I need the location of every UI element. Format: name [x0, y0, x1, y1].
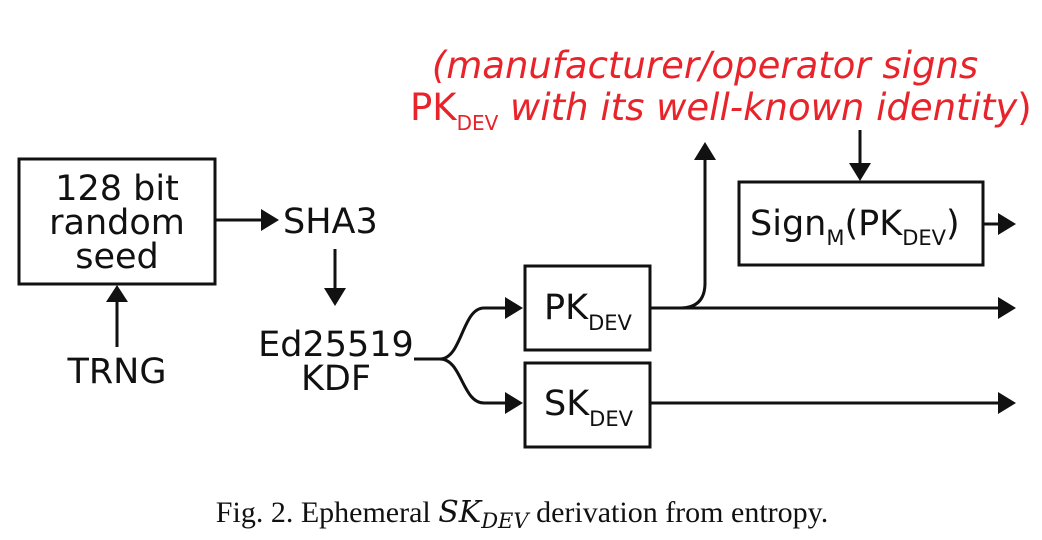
kdf-to-pk-arrowhead: [505, 297, 523, 319]
kdf-to-sk-arrowhead: [505, 392, 523, 414]
seed-to-sha3-arrowhead: [261, 209, 279, 231]
sign-output-arrowhead: [998, 213, 1016, 235]
seed-box-line-3: seed: [75, 237, 159, 277]
pk-dev-label: PKDEV: [544, 288, 633, 335]
pk-to-manufacturer-arrow: [679, 158, 707, 310]
manufacturer-annotation: (manufacturer/operator signs PKDEV with …: [410, 44, 1032, 135]
sign-box: [737, 180, 985, 267]
caption-suffix: derivation from entropy.: [529, 496, 829, 529]
pk-dev-main: PK: [544, 288, 589, 328]
sk-dev-label: SKDEV: [544, 384, 634, 431]
sk-output-arrowhead: [998, 392, 1016, 414]
sign-inner-subscript: DEV: [902, 226, 946, 250]
sign-prefix: Sign: [750, 204, 826, 244]
figure-caption: Fig. 2. Ephemeral SKDEV derivation from …: [216, 495, 828, 533]
sign-open: (PK: [844, 204, 903, 244]
kdf-line-1: Ed25519: [258, 325, 414, 365]
manufacturer-to-sign-arrowhead: [849, 163, 871, 181]
caption-math-subscript: DEV: [480, 509, 530, 533]
annotation-pk: PK: [410, 86, 458, 129]
annotation-identity-text: with its well-known identity: [498, 86, 1018, 129]
seed-box-line-2: random: [49, 203, 185, 243]
seed-box-line-1: 128 bit: [55, 169, 179, 209]
seed-box: [17, 157, 217, 286]
annotation-pk-subscript: DEV: [457, 111, 499, 135]
annotation-line-1: (manufacturer/operator signs: [432, 44, 978, 87]
caption-prefix: Fig. 2. Ephemeral: [216, 496, 438, 529]
sha3-to-kdf-arrowhead: [324, 288, 346, 306]
kdf-to-sk-arrow: [439, 357, 506, 405]
sk-dev-box: [523, 361, 652, 449]
caption-math-main: SK: [438, 495, 483, 530]
kdf-to-pk-arrow: [414, 306, 506, 361]
kdf-line-2: KDF: [301, 359, 371, 399]
pk-dev-subscript: DEV: [588, 311, 632, 335]
sk-dev-main: SK: [544, 384, 590, 424]
pk-output-arrowhead: [998, 297, 1016, 319]
sk-dev-subscript: DEV: [589, 407, 633, 431]
pk-dev-box: [523, 264, 652, 352]
trng-arrowhead: [106, 285, 128, 302]
pk-to-manufacturer-arrowhead: [694, 142, 716, 160]
sha3-label: SHA3: [283, 202, 378, 242]
sign-close: ): [946, 204, 960, 244]
annotation-line-2: PKDEV with its well-known identity): [410, 86, 1032, 135]
trng-label: TRNG: [66, 352, 166, 392]
sign-label: SignM(PKDEV): [750, 204, 960, 250]
sign-prefix-subscript: M: [826, 226, 844, 250]
annotation-close-paren: ): [1017, 86, 1031, 129]
